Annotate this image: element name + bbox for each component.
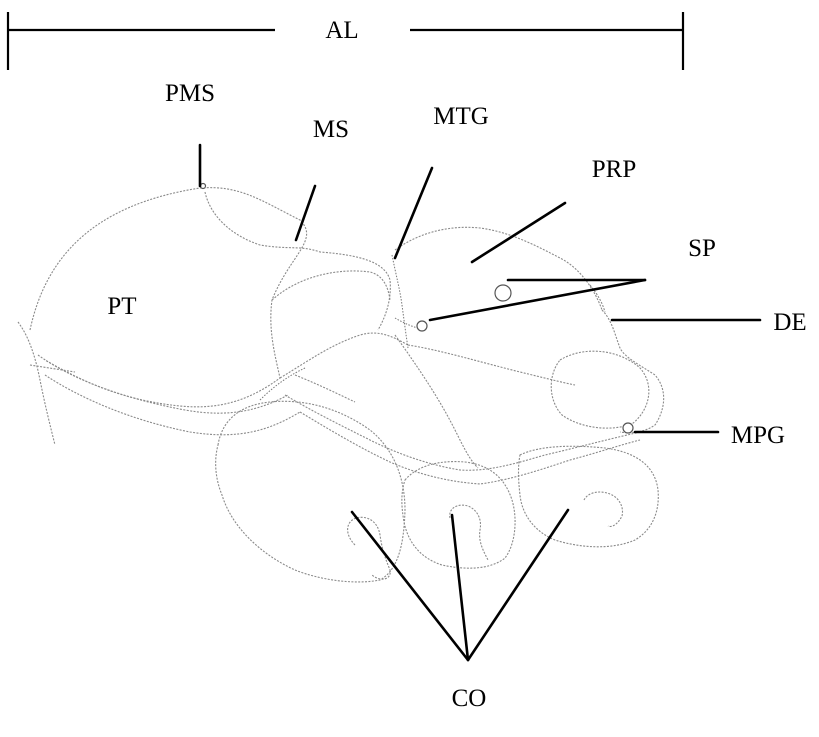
label-sp: SP [688, 235, 716, 262]
coxa-left [216, 401, 405, 582]
label-prp: PRP [592, 156, 636, 183]
spiracle-gland-lower [417, 321, 427, 331]
label-co: CO [452, 685, 487, 712]
co-leader-left [352, 512, 468, 660]
label-ms: MS [313, 116, 349, 143]
spiracle-gland-upper [495, 285, 511, 301]
label-de: DE [773, 309, 806, 336]
coxa-middle [402, 462, 515, 569]
label-pms: PMS [165, 80, 215, 107]
metapleural-gland [623, 423, 633, 433]
prp-leader [472, 203, 565, 262]
coxa-right [519, 446, 659, 547]
ms-leader [296, 186, 315, 240]
co-leader-right [468, 510, 568, 660]
label-pt: PT [107, 293, 136, 320]
sp-leader-2 [430, 280, 645, 320]
label-mpg: MPG [731, 422, 785, 449]
label-al: AL [325, 17, 358, 44]
mtg-leader [395, 168, 432, 258]
co-leader-middle [452, 515, 468, 660]
label-mtg: MTG [433, 103, 489, 130]
thorax-outline [18, 188, 664, 484]
leader-lines [200, 145, 760, 660]
